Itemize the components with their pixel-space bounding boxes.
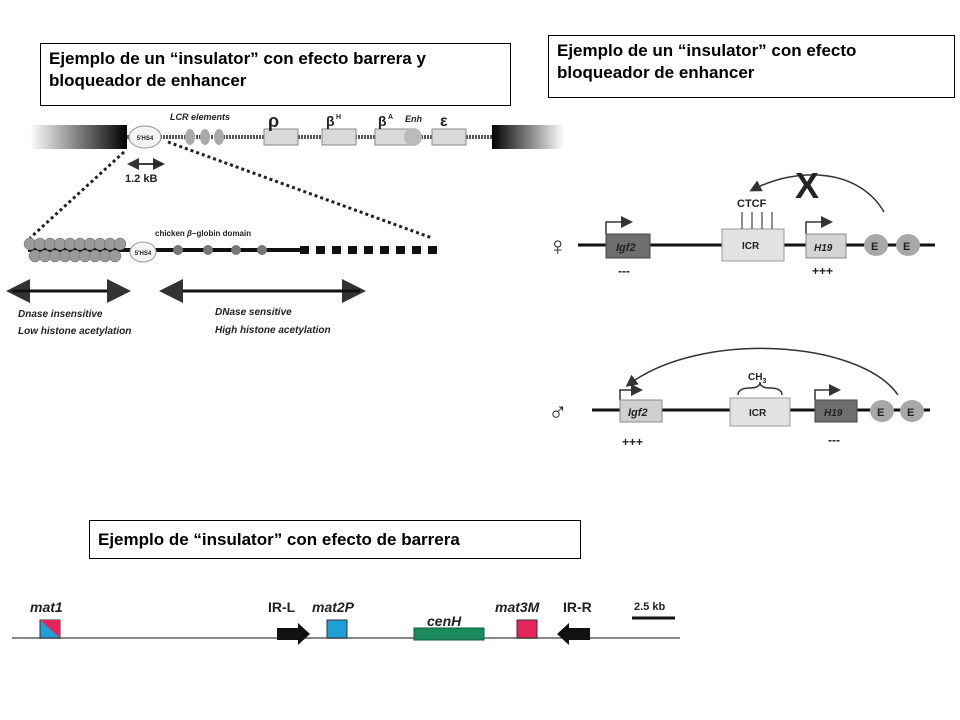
female-igf2-gene [605, 233, 651, 259]
cenh-box [413, 627, 485, 641]
hs4-ellipse [128, 125, 162, 149]
male-activation-arc [625, 347, 899, 396]
enhancer-circle [404, 128, 422, 146]
irl-label: IR-L [268, 599, 296, 615]
male-igf2-label: Igf2 [628, 407, 648, 419]
female-h19-gene [805, 233, 847, 259]
male-igf2-promoter-arrow [619, 384, 643, 400]
ch3-label: CH3 [748, 372, 766, 385]
blocked-x-mark: X [795, 165, 819, 206]
male-icr [729, 397, 791, 427]
rho-gene [263, 128, 299, 146]
mat3m-box [516, 619, 538, 639]
female-igf2-label: Igf2 [616, 242, 636, 254]
irr-label: IR-R [563, 599, 592, 615]
caption-barrier-and-enhancer-blocker: Ejemplo de un “insulator” con efecto bar… [40, 43, 511, 106]
zoom-line-left [28, 150, 126, 240]
betaH-sup: H [336, 114, 341, 121]
methylation-brace [737, 381, 783, 396]
mat3m-label: mat3M [495, 599, 540, 615]
sensitive-label-1: DNase sensitive [215, 307, 292, 318]
cenh-label: cenH [427, 613, 462, 629]
epsilon-gene [431, 128, 467, 146]
nucleosome [173, 245, 183, 255]
mat2p-box [326, 619, 348, 639]
scale-bar-label: 2.5 kb [634, 601, 665, 613]
male-enhancer-1-label: E [877, 407, 884, 419]
h19-promoter-arrow [805, 216, 833, 234]
male-h19-gene [814, 399, 858, 423]
betaH-gene [321, 128, 357, 146]
betaA-label: β [378, 113, 387, 129]
male-symbol: ♂ [548, 396, 568, 426]
irr-arrow [557, 623, 590, 645]
mating-type-diagram: mat1 IR-L mat2P cenH mat3M IR-R 2.5 kb [12, 599, 680, 645]
female-icr-label: ICR [742, 241, 760, 252]
male-h19-label: H19 [824, 408, 843, 419]
nucleosome-cluster [23, 237, 127, 263]
mat1-red-half [40, 620, 60, 638]
betaA-sup: A [388, 114, 393, 121]
rho-label: ρ [268, 111, 279, 131]
female-blocked-arc [749, 174, 885, 213]
caption-barrier: Ejemplo de “insulator” con efecto de bar… [89, 520, 581, 559]
imprinting-diagram: ♀ Igf2 --- ICR CTCF H19 +++ E E X ♂ Igf2… [548, 165, 935, 449]
lcr-elements-label: LCR elements [170, 112, 230, 122]
female-enhancer-1 [864, 234, 888, 256]
female-symbol: ♀ [548, 231, 568, 261]
insensitive-label-1: Dnase insensitive [18, 309, 103, 320]
male-igf2-expression: +++ [622, 435, 643, 449]
female-icr [721, 228, 785, 262]
female-h19-expression: +++ [812, 264, 833, 278]
lcr-element [214, 129, 224, 145]
betaA-gene [374, 128, 410, 146]
male-h19-expression: --- [828, 433, 840, 447]
male-enhancer-1 [870, 400, 894, 422]
heterochromatin-right [492, 125, 564, 149]
lcr-element [185, 129, 195, 145]
hs4-zoom-label: 5'HS4 [135, 251, 152, 257]
igf2-promoter-arrow [605, 216, 633, 234]
scale-label: 1.2 kB [125, 173, 157, 185]
female-h19-label: H19 [814, 243, 833, 254]
domain-label: chicken β–globin domain [155, 229, 251, 238]
ctcf-label: CTCF [737, 198, 767, 210]
epsilon-label: ε [440, 113, 448, 130]
heterochromatin-left [30, 125, 127, 149]
sensitive-label-2: High histone acetylation [215, 325, 331, 336]
mat1-label: mat1 [30, 599, 63, 615]
male-igf2-gene [619, 399, 663, 423]
nucleosome [203, 245, 213, 255]
zoom-line-right [167, 140, 433, 240]
female-enhancer-2-label: E [903, 241, 910, 253]
hs4-label: 5'HS4 [137, 136, 154, 142]
globin-locus-diagram: 5'HS4 LCR elements ρ β H β A Enh ε 1.2 k… [6, 111, 564, 337]
male-h19-promoter-arrow [814, 384, 841, 400]
betaH-label: β [326, 113, 335, 129]
male-enhancer-2-label: E [907, 407, 914, 419]
nucleosome [231, 245, 241, 255]
lcr-element [200, 129, 210, 145]
irl-arrow [277, 623, 310, 645]
male-enhancer-2 [900, 400, 924, 422]
male-icr-label: ICR [749, 408, 767, 419]
mat2p-label: mat2P [312, 599, 355, 615]
female-enhancer-1-label: E [871, 241, 878, 253]
enh-label: Enh [405, 114, 423, 124]
hs4-zoom-ellipse [129, 241, 157, 263]
caption-enhancer-blocker: Ejemplo de un “insulator” con efecto blo… [548, 35, 955, 98]
insensitive-label-2: Low histone acetylation [18, 326, 131, 337]
female-enhancer-2 [896, 234, 920, 256]
female-igf2-expression: --- [618, 264, 630, 278]
nucleosome [257, 245, 267, 255]
